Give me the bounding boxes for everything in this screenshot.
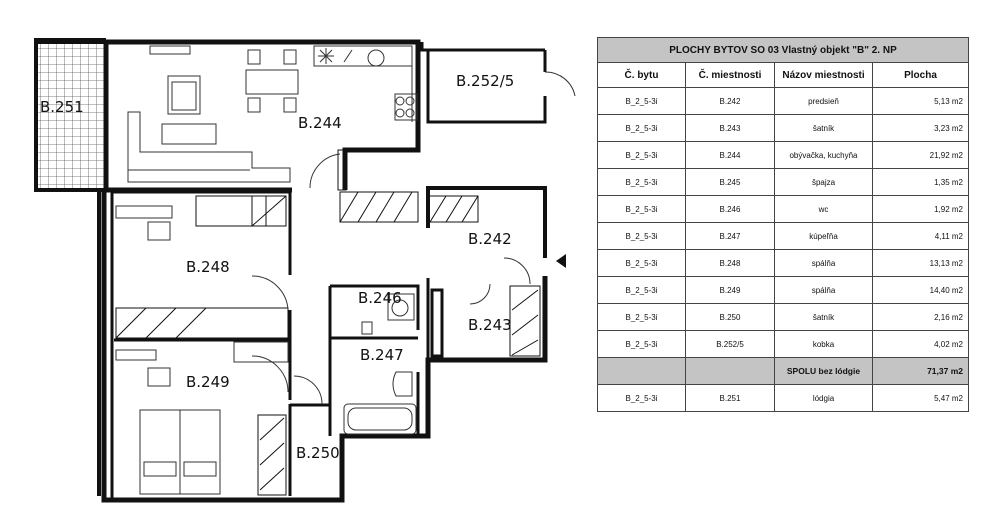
room-label-b249: B.249 [186,373,230,391]
room-label-b251: B.251 [40,98,84,116]
wall-hatch [115,149,541,496]
cell-unit: B_2_5-3i [597,87,686,115]
living-room-furniture [127,45,418,183]
table-title: PLOCHY BYTOV SO 03 Vlastný objekt "B" 2.… [597,37,969,63]
cell-room-name: šatník [774,303,873,331]
cell-unit: B_2_5-3i [597,168,686,196]
cell-unit: B_2_5-3i [597,384,686,412]
room-label-b242: B.242 [468,230,512,248]
cell-area: 5,47 m2 [872,384,969,412]
cell-area: 21,92 m2 [872,141,969,169]
cell-unit: B_2_5-3i [597,249,686,277]
cell-room-no [685,357,775,385]
bedroom-furniture [115,205,289,495]
cell-room-name: spálňa [774,276,873,304]
area-table: PLOCHY BYTOV SO 03 Vlastný objekt "B" 2.… [597,37,969,412]
cell-area: 4,11 m2 [872,222,969,250]
cell-room-no: B.243 [685,114,775,142]
cell-area: 3,23 m2 [872,114,969,142]
room-label-b252-5: B.252/5 [456,72,514,90]
bathroom-fixtures [343,293,417,435]
cell-room-no: B.245 [685,168,775,196]
cell-area: 5,13 m2 [872,87,969,115]
cell-room-name: spálňa [774,249,873,277]
cell-area: 14,40 m2 [872,276,969,304]
cell-area: 71,37 m2 [872,357,969,385]
cell-area: 2,16 m2 [872,303,969,331]
cell-room-name: obývačka, kuchyňa [774,141,873,169]
floor-plan: B.251 B.244 B.252/5 B.248 B.242 B.246 B.… [34,38,576,503]
cell-room-name: wc [774,195,873,223]
cell-room-name: kobka [774,330,873,358]
door-swings [251,71,576,405]
cell-room-name: lódgia [774,384,873,412]
col-header-room-name: Názov miestnosti [774,62,873,88]
cell-room-no: B.251 [685,384,775,412]
cell-room-name: predsieň [774,87,873,115]
loggia-b251 [34,38,106,192]
cell-unit: B_2_5-3i [597,195,686,223]
cell-area: 4,02 m2 [872,330,969,358]
entrance-arrow-icon [556,254,566,268]
exterior-walls [97,39,548,503]
interior-walls [110,190,430,500]
cell-room-name: kúpeľňa [774,222,873,250]
cell-unit: B_2_5-3i [597,141,686,169]
cell-room-name: špajza [774,168,873,196]
cell-area: 1,35 m2 [872,168,969,196]
cell-unit [597,357,686,385]
cell-unit: B_2_5-3i [597,330,686,358]
cell-room-no: B.247 [685,222,775,250]
cell-room-no: B.248 [685,249,775,277]
room-label-b243: B.243 [468,316,512,334]
cell-room-no: B.246 [685,195,775,223]
cell-room-no: B.252/5 [685,330,775,358]
room-label-b250: B.250 [296,444,340,462]
room-label-b247: B.247 [360,346,404,364]
cell-area: 1,92 m2 [872,195,969,223]
cell-room-no: B.242 [685,87,775,115]
cell-unit: B_2_5-3i [597,222,686,250]
cell-unit: B_2_5-3i [597,114,686,142]
room-label-b244: B.244 [298,114,342,132]
cell-unit: B_2_5-3i [597,303,686,331]
col-header-area: Plocha [872,62,969,88]
room-label-b246: B.246 [358,289,402,307]
cell-room-no: B.244 [685,141,775,169]
cell-room-name: SPOLU bez lódgie [774,357,873,385]
cell-area: 13,13 m2 [872,249,969,277]
room-label-b248: B.248 [186,258,230,276]
cell-room-no: B.250 [685,303,775,331]
cell-unit: B_2_5-3i [597,276,686,304]
col-header-unit: Č. bytu [597,62,686,88]
cell-room-name: šatník [774,114,873,142]
col-header-room-no: Č. miestnosti [685,62,775,88]
cell-room-no: B.249 [685,276,775,304]
